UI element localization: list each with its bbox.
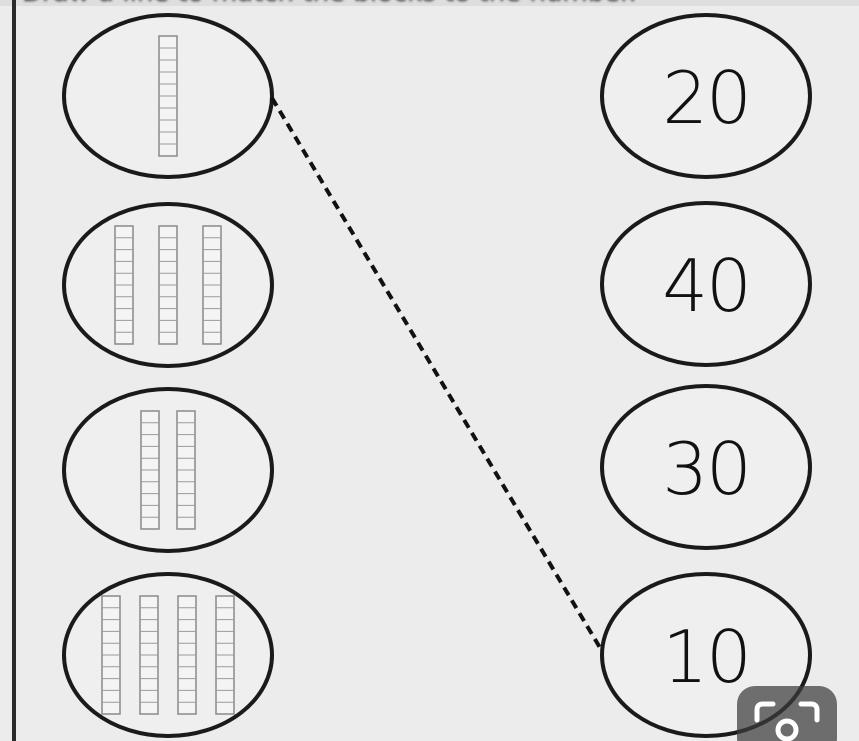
block-oval	[64, 574, 272, 736]
block-oval-group	[64, 574, 272, 736]
block-oval	[64, 389, 272, 551]
number-label: 40	[662, 244, 750, 328]
ten-rod	[102, 596, 120, 714]
ten-rod	[159, 226, 177, 344]
ten-rod	[216, 596, 234, 714]
number-oval-group: 20	[602, 15, 810, 177]
block-oval-group	[64, 15, 272, 177]
ten-rod	[140, 596, 158, 714]
ten-rod	[178, 596, 196, 714]
block-column	[64, 15, 272, 736]
ten-rod	[203, 226, 221, 344]
ten-rod	[177, 411, 195, 529]
number-label: 20	[662, 56, 750, 140]
block-oval-group	[64, 204, 272, 366]
match-line	[272, 98, 602, 651]
ten-rod	[159, 36, 177, 156]
block-oval-group	[64, 389, 272, 551]
ten-rod	[141, 411, 159, 529]
visual-search-button[interactable]	[737, 686, 837, 741]
number-oval-group: 30	[602, 386, 810, 548]
number-label: 30	[662, 427, 750, 511]
lens-scan-icon	[737, 686, 837, 741]
ten-rod	[115, 226, 133, 344]
number-oval-group: 40	[602, 203, 810, 365]
